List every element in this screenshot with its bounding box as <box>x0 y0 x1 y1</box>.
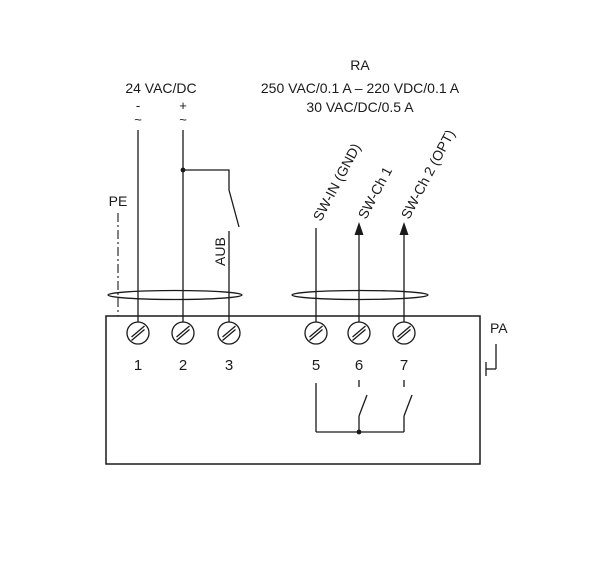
sw-ch2-label: SW-Ch 2 (OPT) <box>398 127 458 222</box>
terminal-number-1: 1 <box>134 357 142 374</box>
cable-bundle-right <box>291 289 429 301</box>
terminal-number-3: 3 <box>225 357 233 374</box>
screw-terminal-icon <box>126 321 150 345</box>
supply-voltage-label: 24 VAC/DC <box>125 80 196 96</box>
cable-bundle-left <box>107 289 243 301</box>
terminal-number-6: 6 <box>355 357 363 374</box>
pe-label: PE <box>109 193 128 209</box>
relay-rating-line2: 30 VAC/DC/0.5 A <box>306 99 414 115</box>
screw-terminal-icon <box>171 321 195 345</box>
device-housing <box>105 315 481 465</box>
pa-ground-icon <box>485 344 497 376</box>
aub-switch-contact <box>228 189 240 228</box>
plus-symbol: + <box>179 98 187 113</box>
screw-terminal-icon <box>392 321 416 345</box>
relay-title: RA <box>350 57 370 73</box>
pa-label: PA <box>490 320 508 336</box>
terminal-5 <box>304 321 328 345</box>
aub-loop-wire <box>183 169 230 190</box>
internal-switches <box>315 380 413 435</box>
terminal-3 <box>217 321 241 345</box>
aub-label: AUB <box>212 237 228 266</box>
screw-terminal-icon <box>347 321 371 345</box>
sw-ch1-label: SW-Ch 1 <box>355 164 396 222</box>
terminal-6 <box>347 321 371 345</box>
switch-contact-ch2 <box>403 394 413 417</box>
arrow-up-icon <box>399 222 409 235</box>
terminal-2 <box>171 321 195 345</box>
screw-terminal-icon <box>217 321 241 345</box>
switch-contact-ch1 <box>358 394 368 417</box>
screw-terminal-icon <box>304 321 328 345</box>
terminal-number-5: 5 <box>312 357 320 374</box>
relay-rating-line1: 250 VAC/0.1 A – 220 VDC/0.1 A <box>261 80 460 96</box>
ac-symbol-plus: ~ <box>179 112 187 127</box>
ac-symbol-minus: ~ <box>134 112 142 127</box>
terminal-number-2: 2 <box>179 357 187 374</box>
minus-symbol: - <box>136 98 140 113</box>
terminal-number-7: 7 <box>400 357 408 374</box>
arrow-up-icon <box>354 222 364 235</box>
junction-dot-internal <box>356 429 362 435</box>
terminal-1 <box>126 321 150 345</box>
terminal-7 <box>392 321 416 345</box>
